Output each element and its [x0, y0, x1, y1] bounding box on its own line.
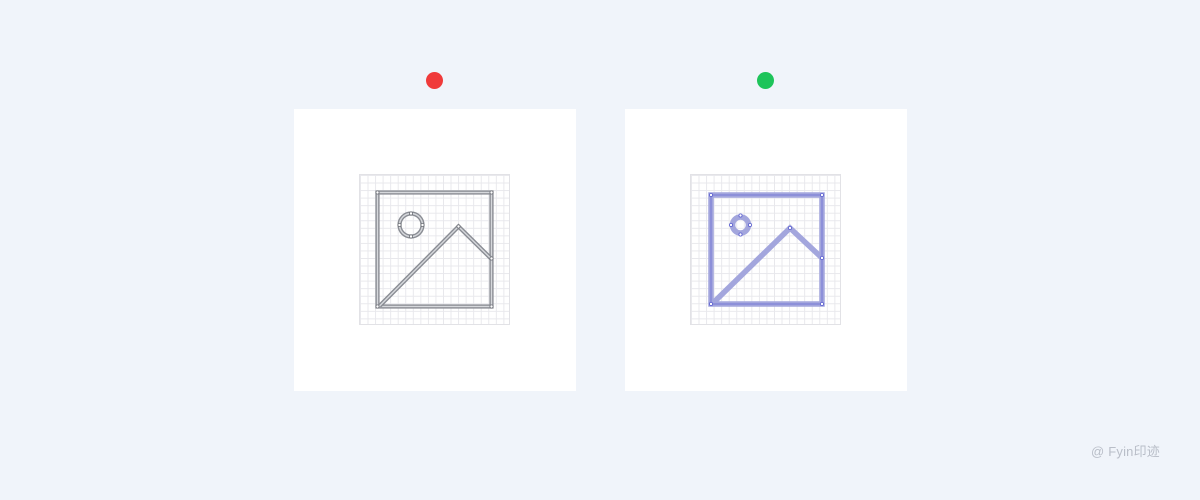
- watermark: @ Fyin印迹: [1091, 444, 1160, 459]
- pixel-grid: [359, 174, 510, 325]
- pixel-grid: [690, 174, 841, 325]
- correct-indicator-dot: [757, 72, 774, 89]
- image-icon: [375, 190, 494, 309]
- correct-example-panel: [625, 109, 907, 391]
- image-icon: [708, 192, 825, 307]
- incorrect-example-panel: [294, 109, 576, 391]
- incorrect-indicator-dot: [426, 72, 443, 89]
